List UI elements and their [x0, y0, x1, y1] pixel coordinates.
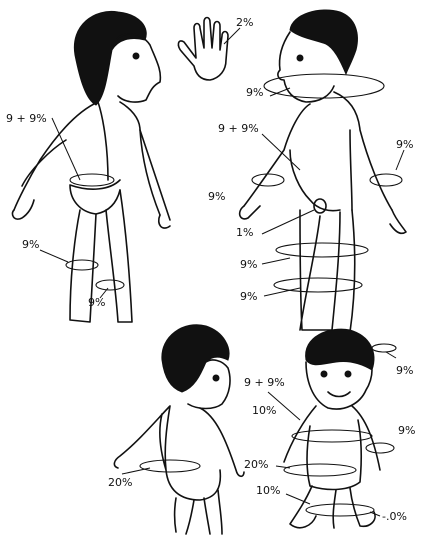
label-child-head: 9%	[396, 364, 413, 377]
leader-child-upper	[267, 391, 301, 421]
adult-back-face	[111, 32, 162, 103]
adult-back-arm-left	[11, 139, 67, 220]
label-arm-back: 9 + 9%	[6, 112, 47, 125]
label-child-trunk: 20%	[244, 458, 268, 471]
leader-hand	[223, 27, 241, 45]
leader-leg-front-upper	[261, 257, 291, 265]
child-front-eye-right	[344, 370, 352, 378]
label-leg-front-upper: 9%	[240, 258, 257, 271]
adult-front-body	[289, 129, 353, 212]
child-front-body	[283, 405, 381, 491]
child-front-figure	[267, 328, 397, 529]
adult-back-pants	[69, 179, 121, 215]
adult-back-trunk-ring	[69, 173, 115, 187]
adult-front-hair	[289, 9, 358, 76]
child-back-trunk-ring	[139, 459, 201, 473]
leader-leg-back-upper	[39, 249, 69, 263]
child-front-head-ring	[371, 343, 397, 353]
adult-front-figure	[238, 9, 407, 333]
leader-head-front	[269, 87, 291, 97]
adult-front-eye	[296, 54, 304, 62]
child-back-figure	[113, 324, 245, 535]
leader-child-leg	[369, 511, 381, 517]
child-front-face	[305, 361, 373, 410]
child-back-hair	[161, 324, 230, 393]
child-front-chest-ring	[291, 429, 373, 443]
leader-child-back	[121, 467, 151, 475]
adult-front-legs	[299, 209, 356, 333]
adult-back-eye	[132, 52, 140, 60]
leader-child-lower	[285, 493, 311, 505]
child-back-legs	[173, 489, 223, 535]
leader-arm-back	[51, 117, 81, 181]
label-leg-front-lower: 9%	[240, 290, 257, 303]
label-child-leg: -.0%	[382, 510, 407, 523]
leader-child-trunk	[275, 465, 291, 469]
adult-front-arm-right-ring	[369, 173, 403, 187]
adult-back-arm-right	[139, 129, 171, 229]
label-head-front: 9%	[246, 86, 263, 99]
child-front-leg-ring	[305, 503, 375, 517]
child-front-hair	[305, 328, 375, 371]
hand-figure	[177, 16, 241, 81]
child-back-eye	[212, 374, 220, 382]
label-child-upper: 10%	[252, 404, 276, 417]
leader-leg-front-lower	[263, 287, 301, 297]
label-child-back-trunk: 20%	[108, 476, 132, 489]
child-back-face	[187, 359, 231, 410]
label-arm-right: 9%	[396, 138, 413, 151]
label-child-lower: 10%	[256, 484, 280, 497]
leader-genital	[261, 209, 315, 235]
adult-front-thigh-ring	[275, 242, 369, 258]
leader-arm-front	[261, 133, 301, 171]
label-arm-front: 9 + 9%	[218, 122, 259, 135]
adult-front-head-ring	[263, 73, 385, 99]
adult-back-thigh-ring	[65, 259, 99, 271]
label-hand: 2%	[236, 16, 253, 29]
adult-front-arm-right	[389, 209, 407, 235]
child-front-trunk-ring	[283, 463, 357, 477]
child-back-body	[113, 405, 245, 501]
adult-back-figure	[11, 10, 171, 323]
adult-front-arm-left-ring	[251, 173, 285, 187]
child-front-eye-left	[320, 370, 328, 378]
label-child-arms: 9 + 9%	[244, 376, 285, 389]
adult-front-torso	[243, 91, 393, 211]
child-front-arm-ring	[365, 442, 395, 454]
adult-front-leg-ring	[273, 277, 363, 293]
label-genital: 1%	[236, 226, 253, 239]
child-front-mouth	[327, 391, 351, 398]
label-leg-back-upper: 9%	[22, 238, 39, 251]
child-front-legs	[289, 485, 376, 529]
label-leg-back-lower: 9%	[88, 296, 105, 309]
leader-arm-right	[395, 149, 405, 171]
leader-leg-back-lower	[99, 287, 109, 299]
label-child-arm-right: 9%	[398, 424, 415, 437]
hand-outline-icon	[177, 16, 229, 81]
adult-front-arm-left	[238, 205, 261, 220]
adult-front-genital	[313, 198, 327, 214]
label-arm-left: 9%	[208, 190, 225, 203]
adult-front-face	[277, 31, 335, 103]
adult-back-leg-ring	[95, 279, 125, 291]
leader-child-head	[385, 351, 397, 359]
